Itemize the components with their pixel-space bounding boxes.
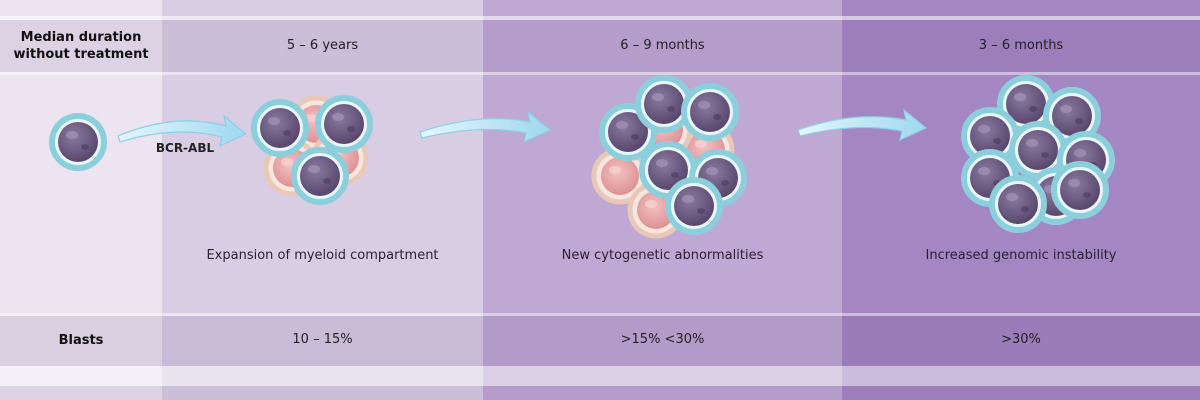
phase1-caption: Expansion of myeloid compartment xyxy=(206,248,439,263)
phase1-blasts: 10 – 15% xyxy=(292,332,353,347)
duration-row-label-line2: without treatment xyxy=(13,47,149,62)
label-column-bg xyxy=(0,0,162,400)
bottom-row-strip xyxy=(0,386,1200,400)
duration-row-label-line1: Median duration xyxy=(20,30,142,45)
phase1-cell-cluster xyxy=(254,98,370,202)
phase2-blasts: >15% <30% xyxy=(620,332,705,347)
row-gutter-top xyxy=(0,16,1200,20)
progression-arrow-1 xyxy=(117,114,248,148)
phase3-duration: 3 – 6 months xyxy=(978,38,1064,53)
duration-row-strip xyxy=(0,20,1200,72)
duration-row-label: Median duration without treatment xyxy=(0,29,162,63)
row-gutter-mid xyxy=(0,72,1200,75)
blasts-row-strip xyxy=(0,316,1200,366)
normal-stem-cell xyxy=(52,116,104,168)
phase1-duration: 5 – 6 years xyxy=(286,38,359,53)
progression-arrow-3 xyxy=(797,108,928,142)
phase2-caption: New cytogenetic abnormalities xyxy=(561,248,764,263)
bcr-abl-label: BCR-ABL xyxy=(155,141,215,155)
phase2-cell-cluster xyxy=(594,78,744,236)
row-gutter-blasts-top xyxy=(0,313,1200,316)
phase2-duration: 6 – 9 months xyxy=(620,38,705,53)
progression-arrow-2 xyxy=(419,110,552,144)
phase3-blasts: >30% xyxy=(1001,332,1041,347)
phase3-caption: Increased genomic instability xyxy=(925,248,1117,263)
phase3-cell-cluster xyxy=(964,78,1112,230)
blasts-row-label: Blasts xyxy=(58,333,104,348)
row-gutter-blasts-bottom xyxy=(0,366,1200,386)
